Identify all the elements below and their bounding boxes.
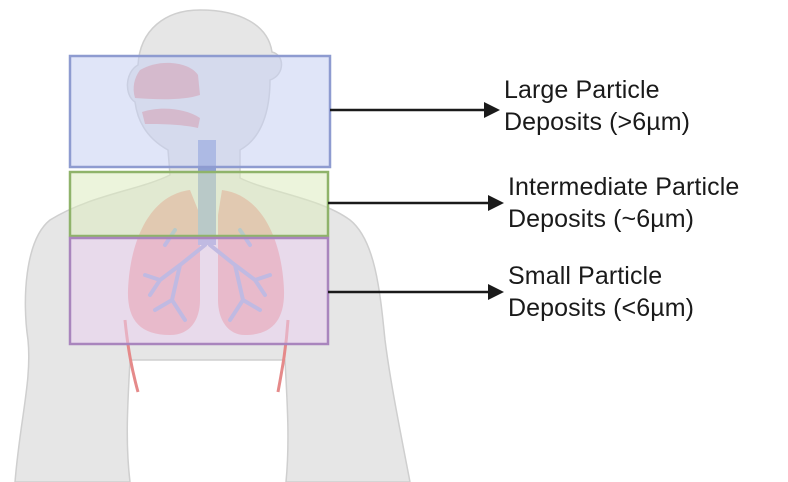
deposition-zones [70, 56, 330, 344]
label-upper-airway: Large Particle Deposits (>6µm) [504, 74, 690, 138]
label-lower-lungs: Small Particle Deposits (<6µm) [508, 260, 694, 324]
zone-box-lower-lungs [70, 238, 328, 344]
label-upper-airway-line1: Large Particle [504, 74, 690, 106]
label-lower-lungs-line1: Small Particle [508, 260, 694, 292]
label-trachea-bronchi: Intermediate Particle Deposits (~6µm) [508, 171, 739, 235]
label-upper-airway-line2: Deposits (>6µm) [504, 106, 690, 138]
label-lower-lungs-line2: Deposits (<6µm) [508, 292, 694, 324]
zone-box-upper-airway [70, 56, 330, 167]
label-trachea-bronchi-line2: Deposits (~6µm) [508, 203, 739, 235]
arrowhead-lower-lungs [488, 284, 504, 300]
arrowhead-upper-airway [484, 102, 500, 118]
label-trachea-bronchi-line1: Intermediate Particle [508, 171, 739, 203]
zone-box-trachea-bronchi [70, 172, 328, 236]
arrowhead-trachea-bronchi [488, 195, 504, 211]
